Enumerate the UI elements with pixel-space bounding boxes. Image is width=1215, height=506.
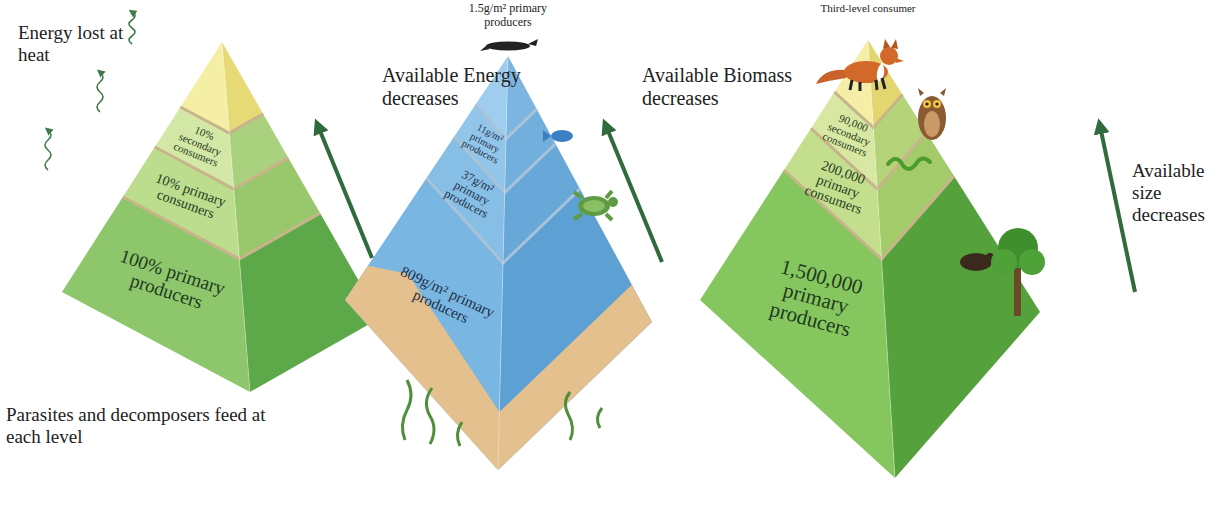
annotation: Third-level consumer xyxy=(793,2,943,15)
pyramid-band-right xyxy=(882,176,1041,478)
pyramid-edge xyxy=(222,42,250,392)
pyramid-band: 10% secondary consumers xyxy=(165,117,234,172)
band-label: 200,000 primary consumers xyxy=(788,150,890,223)
band-label: 10% secondary consumers xyxy=(165,117,234,172)
annotation: Energy lost at heat xyxy=(18,22,130,66)
pyramid-edge xyxy=(868,40,895,478)
annotation: Available size decreases xyxy=(1132,160,1212,226)
annotation: 1.5g/m² primary producers xyxy=(448,2,568,30)
band-label: 1,500,000 primary producers xyxy=(735,247,897,350)
pyramid-band: 11g/m² primary producers xyxy=(456,118,515,169)
band-label: 100% primary producers xyxy=(104,244,235,321)
pyramid-band: 90,000 secondary consumers xyxy=(809,105,889,164)
band-label: 10% primary consumers xyxy=(139,168,235,227)
annotation: Available Energy decreases xyxy=(382,64,554,110)
fox xyxy=(816,39,904,91)
pyramid-band: 200,000 primary consumers xyxy=(788,150,890,223)
band-label: 11g/m² primary producers xyxy=(456,118,515,169)
pyramid-band: 37g/m² primary producers xyxy=(435,161,509,224)
owl xyxy=(918,88,946,140)
seaweed xyxy=(402,380,602,446)
band-label: 90,000 secondary consumers xyxy=(809,105,889,164)
band-label: 37g/m² primary producers xyxy=(435,161,509,224)
pyramid-band: 10% primary consumers xyxy=(139,168,235,227)
annotation: Parasites and decomposers feed at each l… xyxy=(6,404,268,448)
pyramid-band: 100% primary producers xyxy=(104,244,235,321)
annotation: Available Biomass decreases xyxy=(642,64,814,110)
tree xyxy=(991,228,1045,316)
pyramid-band: 809g/m² primary producers xyxy=(390,263,498,336)
pyramid-edge xyxy=(498,56,508,470)
pyramid-band-left xyxy=(62,197,250,392)
pyramid-band: 1,500,000 primary producers xyxy=(735,247,897,350)
snake xyxy=(888,158,930,169)
trend-arrows xyxy=(318,126,1135,292)
band-label: 809g/m² primary producers xyxy=(390,263,498,336)
